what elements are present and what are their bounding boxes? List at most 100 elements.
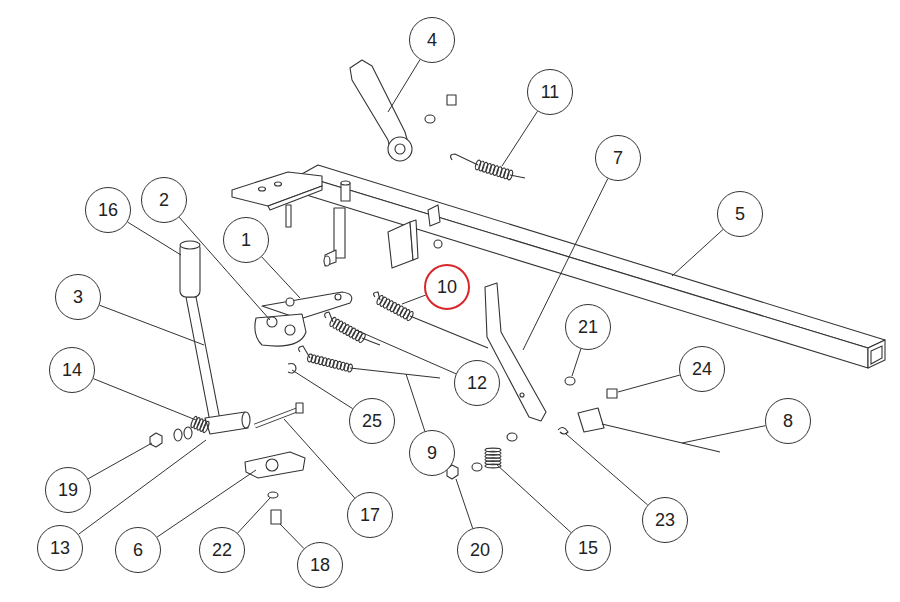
callout-number: 12 (467, 374, 487, 392)
callout-circle: 2 (141, 177, 187, 223)
callout-circle: 3 (55, 274, 101, 320)
callout-circle: 8 (765, 398, 811, 444)
leader-line (78, 440, 206, 534)
callout-circle: 15 (565, 525, 611, 571)
leader-line (262, 257, 300, 298)
plate (245, 452, 305, 478)
leader-line (502, 111, 537, 166)
hole (266, 459, 278, 471)
callout-circle: 10 (424, 264, 470, 310)
spring-coil (321, 357, 327, 366)
leader-line (280, 524, 304, 549)
spring-coil (332, 360, 338, 369)
leader-line (388, 60, 420, 112)
tab (428, 205, 440, 226)
leader-line (618, 375, 680, 392)
post (341, 183, 350, 201)
callout-circle: 18 (297, 542, 343, 588)
spring-coil (478, 161, 485, 172)
spring-wire (510, 175, 525, 178)
washer (425, 115, 435, 123)
leader-line (566, 434, 648, 505)
callout-number: 8 (783, 412, 793, 430)
spring-coil (307, 354, 313, 363)
spring-coil (343, 363, 349, 372)
spring-coil (503, 168, 510, 179)
leader-line (682, 426, 765, 443)
callout-circle: 14 (49, 347, 95, 393)
callout-circle: 7 (595, 135, 641, 181)
clevis (578, 408, 604, 432)
bolt-head (296, 403, 303, 413)
spring (474, 160, 513, 181)
leader-line (238, 498, 270, 533)
leader-line (406, 374, 425, 431)
callout-number: 21 (578, 318, 598, 336)
spring-coil (474, 160, 481, 171)
hole (520, 393, 524, 397)
callout-number: 16 (98, 201, 118, 219)
link-plate (262, 292, 352, 319)
callout-circle: 25 (349, 398, 395, 444)
hole (285, 325, 295, 335)
spring-coil (340, 362, 346, 371)
leader-line (402, 295, 425, 304)
spring (307, 354, 353, 373)
bar (485, 283, 546, 421)
spring (376, 295, 415, 322)
leader-line (179, 217, 270, 320)
tube-end (868, 340, 885, 368)
callout-circle: 5 (717, 191, 763, 237)
leader-line (672, 229, 723, 276)
spring (329, 317, 367, 344)
spring-coil (202, 421, 210, 434)
spring-wire (410, 316, 488, 348)
spring-coil (336, 361, 342, 370)
callout-number: 20 (470, 541, 490, 559)
spring-coil (329, 359, 335, 368)
nut (150, 433, 162, 447)
callout-number: 3 (73, 288, 83, 306)
callout-number: 5 (735, 205, 745, 223)
callout-circle: 6 (115, 527, 161, 573)
bolt (255, 408, 302, 426)
post (325, 250, 336, 266)
callout-number: 22 (212, 541, 232, 559)
callout-number: 10 (437, 278, 457, 296)
hole (275, 182, 282, 186)
screw (607, 389, 617, 398)
callout-number: 4 (427, 31, 437, 49)
leader-line (572, 349, 581, 376)
callout-number: 13 (50, 539, 70, 557)
hole (286, 298, 294, 306)
callout-number: 2 (159, 191, 169, 209)
spring-coil (325, 358, 331, 367)
washer (268, 492, 278, 498)
spring-coil (496, 166, 503, 177)
callout-number: 23 (655, 511, 675, 529)
spring-coil (499, 167, 506, 178)
callout-number: 1 (241, 231, 251, 249)
lever-foot (242, 412, 250, 428)
spring-coil (489, 164, 496, 175)
callout-number: 9 (427, 444, 437, 462)
hole (335, 294, 341, 300)
callout-number: 17 (360, 506, 380, 524)
spring-wire (451, 154, 478, 165)
tube (300, 165, 885, 348)
callout-circle: 9 (409, 430, 455, 476)
callout-number: 18 (310, 556, 330, 574)
callout-circle: 20 (457, 527, 503, 573)
spring-coil (318, 356, 324, 365)
leader-line (157, 470, 256, 537)
leader-line (88, 443, 152, 479)
callout-circle: 16 (85, 187, 131, 233)
tube-end (871, 346, 882, 364)
bracket (388, 222, 413, 268)
callout-circle: 12 (454, 360, 500, 406)
callout-number: 7 (613, 149, 623, 167)
washer (565, 377, 575, 385)
callout-circle: 1 (223, 217, 269, 263)
callout-circle: 11 (527, 69, 573, 115)
spring-wire (362, 338, 372, 342)
